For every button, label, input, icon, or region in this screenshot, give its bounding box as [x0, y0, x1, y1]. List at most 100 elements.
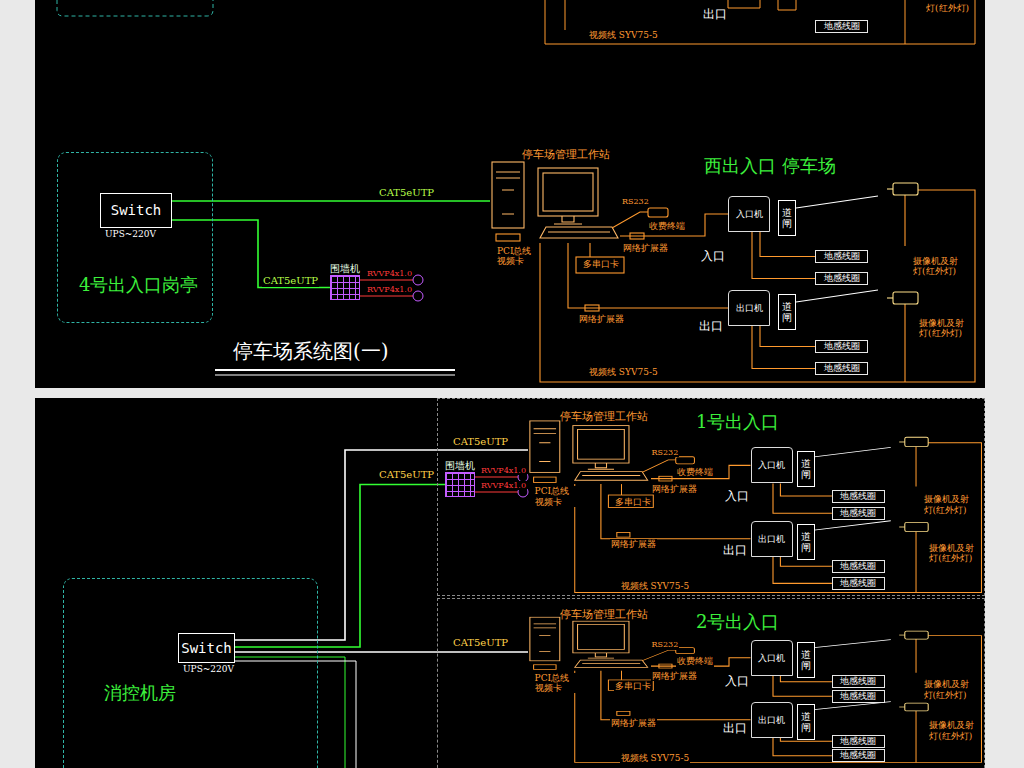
- barrier-gate: 道闸: [797, 642, 815, 678]
- label-text: 摄像机及射灯(红外灯): [923, 679, 975, 700]
- label-text: 多串口卡: [614, 497, 652, 507]
- cable-label: CAT5eUTP: [378, 187, 435, 199]
- cable-line: [620, 214, 728, 236]
- ticket-machine: 出口机: [751, 521, 793, 557]
- ticket-machine: 出口机: [728, 290, 770, 326]
- label-text: 摄像机及射灯(红外灯): [928, 720, 980, 741]
- label-text: PCI总线视频卡: [534, 486, 576, 507]
- cable-line: [752, 232, 815, 279]
- cable-line: [780, 676, 832, 682]
- label-text: 摄像机及射灯(红外灯): [928, 543, 980, 564]
- cable-line: [773, 483, 832, 513]
- label-text: 网络扩展器: [651, 671, 698, 681]
- cable-line: [235, 651, 528, 653]
- label-text: 网络扩展器: [610, 718, 657, 728]
- node-text: 地感线圈: [824, 273, 860, 284]
- workstation: 停车场管理工作站: [490, 148, 620, 243]
- node-text: UPS~220V: [183, 664, 234, 674]
- label-text: 摄像机及射灯(红外灯): [912, 256, 964, 277]
- node-text: 地感线圈: [840, 691, 876, 702]
- node-text: 地感线圈: [824, 363, 860, 374]
- label-text: 多串口卡: [582, 259, 620, 269]
- ground-loop-box: 地感线圈: [832, 507, 885, 520]
- cable-label: CAT5eUTP: [262, 275, 319, 287]
- label-text: 出口: [722, 544, 748, 558]
- intercom-device: [413, 275, 423, 285]
- node-text: 围墙机: [330, 263, 360, 275]
- node-text: 停车场管理工作站: [560, 410, 648, 423]
- label-text: 摄像机及射灯(红外灯): [918, 318, 970, 339]
- node-text: 出口机: [736, 303, 763, 313]
- network-switch: SwitchUPS~220V: [100, 193, 172, 228]
- label-text: 网络扩展器: [578, 314, 625, 324]
- cable-line: [752, 326, 815, 369]
- node-text: 围墙机: [445, 460, 475, 472]
- intercom-device: [413, 291, 423, 301]
- label-text: 西出入口 停车场: [703, 156, 837, 177]
- node-text: 地感线圈: [840, 676, 876, 687]
- node-text: 停车场管理工作站: [560, 608, 648, 621]
- node-text: 出口机: [758, 715, 785, 725]
- node-text: 地感线圈: [840, 578, 876, 589]
- partial-wiring: [545, 0, 975, 44]
- cable-line: [601, 484, 751, 539]
- ground-loop-box: 地感线圈: [815, 340, 868, 353]
- label-text: RVVP4x1.0: [366, 269, 413, 278]
- label-text: RS232: [650, 448, 679, 457]
- workstation: 停车场管理工作站: [528, 410, 651, 484]
- cable-label: CAT5eUTP: [452, 637, 509, 649]
- intercom-wire: [360, 280, 413, 296]
- cable-line: [773, 676, 832, 697]
- node-text: 入口机: [758, 460, 785, 470]
- room-zone: 消控机房SwitchUPS~220V: [63, 578, 318, 768]
- node-text: 道闸: [782, 301, 792, 323]
- network-switch: SwitchUPS~220V: [178, 633, 235, 663]
- node-text: 入口机: [736, 209, 763, 219]
- ticket-machine: 入口机: [728, 196, 770, 232]
- label-text: 网络扩展器: [622, 243, 669, 253]
- ground-loop-box: 地感线圈: [815, 362, 868, 375]
- label-text: RVVP4x1.0: [480, 466, 527, 475]
- ground-loop-box: 地感线圈: [832, 577, 885, 590]
- workstation: 停车场管理工作站: [528, 608, 651, 671]
- barrier-gate: 道闸: [797, 524, 815, 560]
- node-text: 道闸: [782, 207, 792, 229]
- label-text: PCI总线视频卡: [534, 673, 576, 694]
- label-text: 收费终端: [676, 467, 714, 477]
- node-text: 地感线圈: [840, 508, 876, 519]
- cable-line: [235, 485, 445, 648]
- network-cable: [235, 661, 356, 768]
- node-text: 地感线圈: [824, 21, 860, 32]
- ground-loop-box: 地感线圈: [832, 749, 885, 762]
- label-text: 视频线 SYV75-5: [620, 581, 691, 591]
- cable-line: [601, 671, 751, 720]
- label-text: RS232: [650, 640, 679, 649]
- ground-loop-box: 地感线圈: [815, 272, 868, 285]
- entrance-frame: 2号出入口停车场管理工作站入口机道闸地感线圈地感线圈出口机道闸地感线圈地感线圈: [437, 598, 985, 768]
- cable-line: [780, 557, 832, 567]
- node-text: 地感线圈: [840, 491, 876, 502]
- node-text: 出口机: [758, 534, 785, 544]
- node-text: Switch: [181, 640, 232, 656]
- node-text: 道闸: [801, 711, 811, 733]
- cable-label: CAT5eUTP: [378, 469, 435, 481]
- label-text: 出口: [702, 8, 728, 22]
- entrance-frame: 1号出入口围墙机停车场管理工作站入口机道闸地感线圈地感线圈出口机道闸地感线圈地感…: [437, 398, 985, 596]
- label-text: 摄像机及射灯(红外灯): [923, 494, 975, 515]
- zone-outline: [57, 0, 213, 16]
- lane-equipment: [530, 421, 982, 593]
- cable-line: [773, 557, 832, 584]
- cable-line: [651, 465, 751, 478]
- ground-loop-box: 地感线圈: [815, 250, 868, 263]
- cable-line: [568, 243, 728, 308]
- label-text: 灯(红外灯): [925, 3, 970, 13]
- node-text: UPS~220V: [105, 229, 156, 239]
- diagram-title: 停车场系统图(一): [232, 340, 390, 363]
- label-text: RVVP4x1.0: [480, 481, 527, 490]
- drawing-panel: [35, 0, 985, 388]
- ground-loop-box: 地感线圈: [832, 675, 885, 688]
- wall-intercom: 围墙机: [330, 275, 360, 300]
